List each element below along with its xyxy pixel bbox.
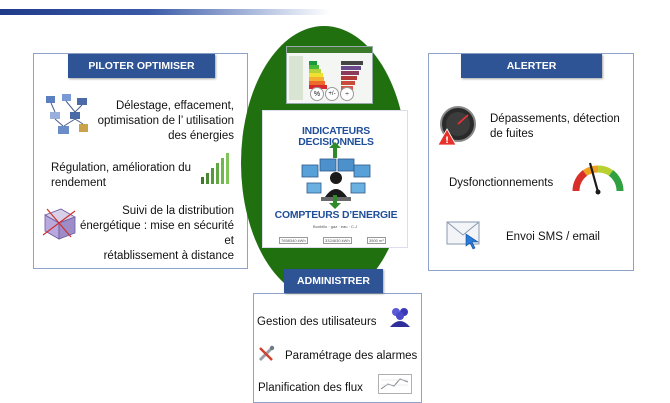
administrer-title: ADMINISTRER — [284, 269, 383, 293]
divide-icon: ÷ — [340, 87, 354, 101]
dashboard-header-strip — [287, 47, 372, 53]
plus-minus-icon: +/- — [325, 87, 339, 101]
down-arrow-icon — [329, 195, 341, 209]
alerter-title: ALERTER — [461, 54, 602, 78]
cube-diagram-icon — [42, 208, 76, 240]
badge-3: 3500 m³ — [367, 237, 386, 244]
piloter-optimiser-title: PILOTER OPTIMISER — [68, 54, 215, 78]
flow-chart-icon — [378, 374, 412, 394]
badge-2: 3324630 kWh — [323, 237, 352, 244]
tools-icon — [258, 345, 275, 362]
dashboard-sidebar — [289, 56, 303, 100]
right-item-3-text: Envoi SMS / email — [506, 231, 600, 243]
rising-bars-icon — [201, 153, 229, 184]
users-group-icon — [390, 308, 410, 327]
left-item-1-text: Délestage, effacement,optimisation de l’… — [97, 100, 234, 142]
indicators-label: INDICATEURS DECISIONNELS — [298, 126, 374, 148]
meters-label: COMPTEURS D’ENERGIE — [274, 210, 398, 221]
svg-text:!: ! — [445, 136, 449, 146]
right-item-2-text: Dysfonctionnements — [449, 177, 554, 189]
meters-caption: Bonbillo · gaz · eau · C.J — [313, 224, 358, 229]
network-diagram-icon — [46, 94, 88, 134]
pressure-gauge-warning-icon: ! — [437, 106, 476, 146]
percent-icon: % — [310, 87, 324, 101]
bottom-item-3-text: Planification des flux — [258, 382, 363, 394]
dashboard-screenshot — [286, 46, 373, 104]
speedometer-icon — [572, 162, 624, 195]
indicators-card: INDICATEURS DECISIONNELS COMPTEURS D’ENE… — [262, 110, 408, 248]
bottom-item-2-text: Paramétrage des alarmes — [285, 350, 418, 362]
up-arrow-icon — [329, 142, 341, 158]
header-accent-bar — [0, 9, 330, 15]
badge-1: 7658340 kWh — [279, 237, 308, 244]
email-cursor-icon — [446, 221, 480, 250]
bottom-item-1-text: Gestion des utilisateurs — [257, 316, 377, 328]
